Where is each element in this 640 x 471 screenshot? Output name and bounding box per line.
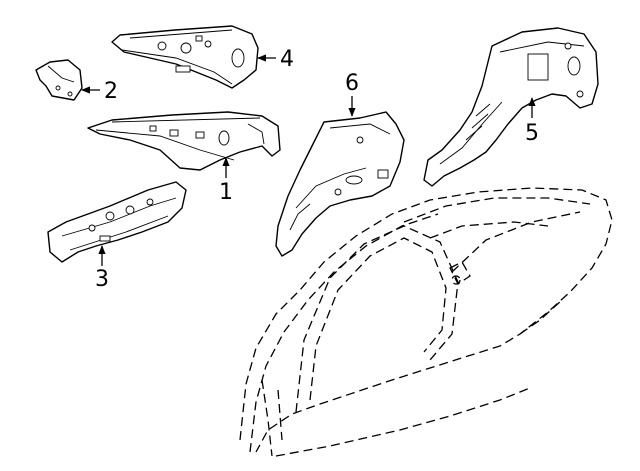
callout-3: 3 bbox=[95, 267, 109, 292]
part-5[interactable] bbox=[423, 27, 599, 187]
body-side-outline bbox=[239, 187, 613, 457]
part-1[interactable] bbox=[87, 111, 281, 171]
callout-6: 6 bbox=[345, 71, 359, 96]
part-2[interactable] bbox=[35, 59, 83, 101]
callout-1: 1 bbox=[219, 180, 233, 205]
callout-4: 4 bbox=[280, 47, 294, 72]
part-3[interactable] bbox=[47, 181, 187, 263]
part-6[interactable] bbox=[275, 111, 405, 257]
callout-2: 2 bbox=[104, 79, 118, 104]
part-4[interactable] bbox=[111, 25, 259, 89]
callout-5: 5 bbox=[525, 121, 539, 146]
